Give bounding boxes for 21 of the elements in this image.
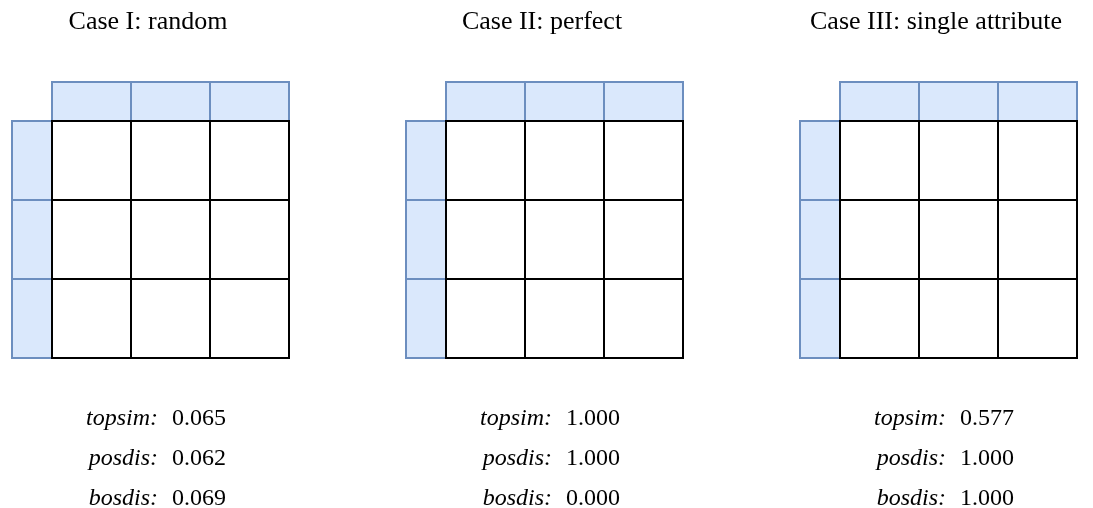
metric-value: 0.577 [960, 403, 1014, 431]
metric-name: posdis: [874, 443, 946, 471]
metric-value: 0.000 [566, 483, 620, 508]
metric-name: posdis: [480, 443, 552, 471]
metric-name: bosdis: [481, 483, 552, 508]
metric-name: bosdis: [875, 483, 946, 508]
metric-value: 0.065 [172, 403, 226, 431]
panel-title: Case II: perfect [460, 6, 624, 36]
metric-name: posdis: [86, 443, 158, 471]
metric-value: 1.000 [566, 443, 620, 471]
metric-value: 1.000 [960, 483, 1014, 508]
metric-value: 0.062 [172, 443, 226, 471]
metric-name: bosdis: [87, 483, 158, 508]
metric-name: topsim: [873, 403, 946, 431]
panel-title: Case III: single attribute [809, 6, 1063, 36]
metric-name: topsim: [479, 403, 552, 431]
metric-value: 0.069 [172, 483, 226, 508]
metric-value: 1.000 [960, 443, 1014, 471]
panel-title: Case I: random [67, 6, 229, 36]
metric-name: topsim: [85, 403, 158, 431]
metric-value: 1.000 [566, 403, 620, 431]
